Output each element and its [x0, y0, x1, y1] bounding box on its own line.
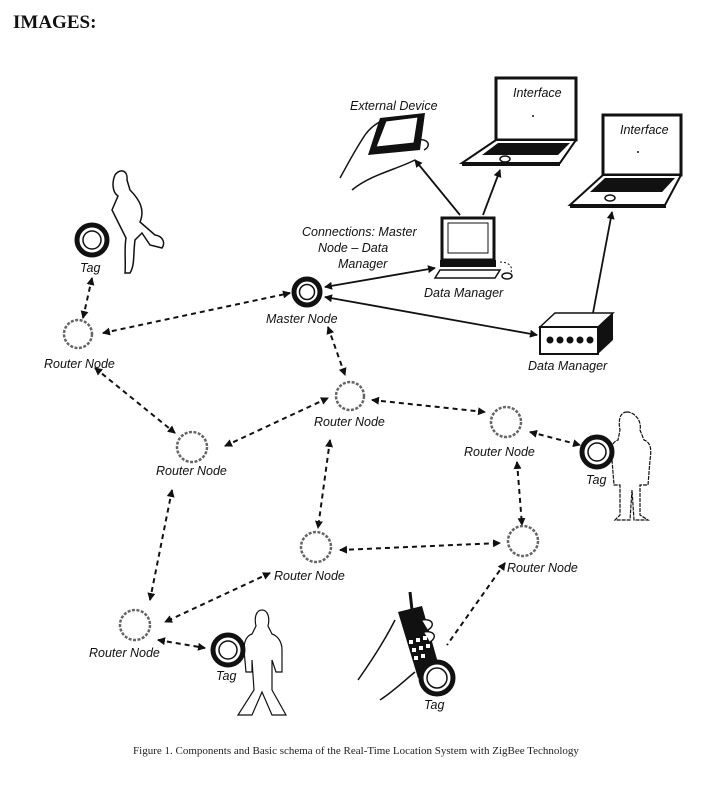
link-right-tag-woman	[529, 429, 581, 448]
external-device-icon	[339, 113, 429, 191]
router-node-bottomleft-icon	[118, 608, 152, 642]
link-router-left-master	[102, 290, 291, 336]
router-center-label: Router Node	[314, 415, 385, 429]
link-right-lowright	[513, 461, 526, 526]
man-person-icon	[236, 609, 288, 716]
mobile-phone-icon	[357, 591, 440, 701]
router-node-right-icon	[489, 405, 523, 439]
external-device-label: External Device	[350, 99, 438, 113]
link-bottomleft-tag-man	[157, 637, 206, 651]
link-pc-interface-1	[482, 169, 502, 216]
interface-1-label: Interface	[513, 86, 562, 100]
router-bottomleft-label: Router Node	[89, 646, 160, 660]
router-node-midleft-icon	[175, 430, 209, 464]
tag-phone-label: Tag	[424, 698, 444, 712]
desktop-data-manager-icon	[433, 216, 513, 280]
running-person-icon	[111, 170, 165, 274]
router-lowright-label: Router Node	[507, 561, 578, 575]
router-node-lowright-icon	[506, 524, 540, 558]
router-left-label: Router Node	[44, 357, 115, 371]
link-midleft-bottomleft	[147, 489, 175, 601]
tag-woman-label: Tag	[586, 473, 606, 487]
tag-phone-icon	[418, 659, 456, 697]
tag-man-icon	[210, 632, 246, 668]
data-manager-pc-label: Data Manager	[424, 286, 504, 300]
link-center-right	[371, 396, 486, 416]
tag-runner-icon	[74, 222, 110, 258]
link-lowcenter-lowright	[339, 539, 501, 554]
link-center-lowcenter	[314, 439, 334, 529]
data-manager-box-icon	[538, 312, 615, 355]
figure-caption: Figure 1. Components and Basic schema of…	[133, 745, 579, 757]
link-lowcenter-bottomleft	[164, 572, 271, 623]
woman-person-icon	[610, 411, 652, 521]
router-node-left-icon	[62, 318, 94, 350]
connections-label-line1: Connections: Master	[302, 225, 417, 239]
laptop-interface-2-icon	[567, 113, 683, 208]
connections-label-line3: Manager	[338, 257, 388, 271]
router-node-lowcenter-icon	[299, 530, 333, 564]
data-manager-box-label: Data Manager	[528, 359, 608, 373]
router-node-center-icon	[334, 380, 366, 412]
link-lowright-tag-phone	[446, 562, 506, 646]
link-pc-external-device	[414, 159, 461, 216]
interface-2-label: Interface	[620, 123, 669, 137]
router-midleft-label: Router Node	[156, 464, 227, 478]
link-router-left-midleft	[94, 367, 176, 434]
link-master-router-center	[326, 326, 347, 376]
tag-runner-label: Tag	[80, 261, 100, 275]
connections-label-line2: Node – Data	[318, 241, 388, 255]
section-heading: IMAGES:	[13, 12, 97, 33]
link-box-interface-2	[592, 211, 615, 314]
laptop-interface-1-icon	[458, 76, 578, 166]
tag-woman-icon	[579, 434, 615, 470]
master-node-icon	[291, 276, 323, 308]
link-tag-router-left	[80, 277, 95, 319]
router-right-label: Router Node	[464, 445, 535, 459]
link-midleft-center	[224, 397, 329, 447]
router-lowcenter-label: Router Node	[274, 569, 345, 583]
master-node-label: Master Node	[266, 312, 338, 326]
tag-man-label: Tag	[216, 669, 236, 683]
link-master-datamanager-box	[324, 294, 538, 338]
link-master-datamanager-pc	[324, 265, 436, 290]
